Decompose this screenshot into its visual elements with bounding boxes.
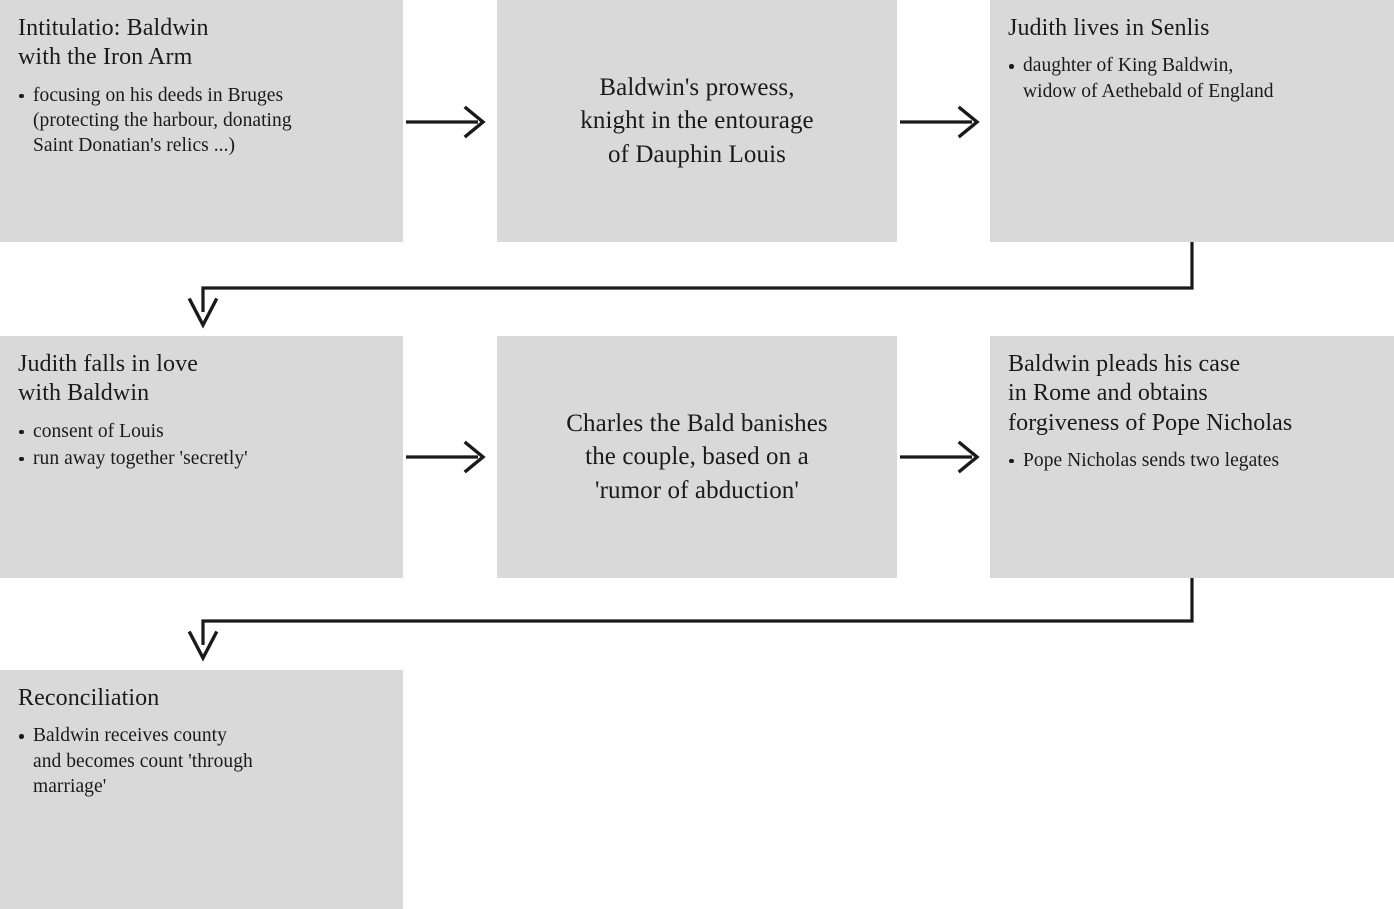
arrow-banishment-to-rome: [900, 440, 980, 474]
flow-node-banishment[interactable]: Charles the Bald banishes the couple, ba…: [497, 336, 897, 578]
node-title: Judith falls in love with Baldwin: [18, 351, 198, 407]
node-bullet-list: Baldwin receives county and becomes coun…: [18, 723, 387, 799]
flow-node-reconciliation[interactable]: Reconciliation Baldwin receives county a…: [0, 670, 403, 909]
node-bullet-list: consent of Louis run away together 'secr…: [18, 419, 387, 472]
node-title: Reconciliation: [18, 685, 160, 711]
list-item: Pope Nicholas sends two legates: [1008, 448, 1378, 473]
node-title: Baldwin's prowess, knight in the entoura…: [580, 74, 814, 168]
node-title: Charles the Bald banishes the couple, ba…: [566, 410, 828, 504]
list-item: daughter of King Baldwin, widow of Aethe…: [1008, 53, 1378, 104]
arrow-judith-senlis-to-judith-love: [187, 242, 1194, 329]
node-title: Intitulatio: Baldwin with the Iron Arm: [18, 15, 209, 71]
node-title: Judith lives in Senlis: [1008, 15, 1210, 41]
flow-node-judith-love[interactable]: Judith falls in love with Baldwin consen…: [0, 336, 403, 578]
list-item: focusing on his deeds in Bruges (protect…: [18, 83, 387, 159]
arrow-intitulatio-to-prowess: [406, 105, 486, 139]
flow-node-intitulatio[interactable]: Intitulatio: Baldwin with the Iron Arm f…: [0, 0, 403, 242]
node-bullet-list: focusing on his deeds in Bruges (protect…: [18, 83, 387, 159]
arrow-judith-love-to-banishment: [406, 440, 486, 474]
list-item: consent of Louis: [18, 419, 387, 444]
node-bullet-list: daughter of King Baldwin, widow of Aethe…: [1008, 53, 1378, 104]
node-title: Baldwin pleads his case in Rome and obta…: [1008, 351, 1293, 436]
node-bullet-list: Pope Nicholas sends two legates: [1008, 448, 1378, 473]
list-item: run away together 'secretly': [18, 446, 387, 471]
flow-node-rome[interactable]: Baldwin pleads his case in Rome and obta…: [990, 336, 1394, 578]
list-item: Baldwin receives county and becomes coun…: [18, 723, 387, 799]
flow-node-prowess[interactable]: Baldwin's prowess, knight in the entoura…: [497, 0, 897, 242]
arrow-prowess-to-judith-senlis: [900, 105, 980, 139]
flow-node-judith-senlis[interactable]: Judith lives in Senlis daughter of King …: [990, 0, 1394, 242]
arrow-rome-to-reconciliation: [187, 578, 1194, 662]
